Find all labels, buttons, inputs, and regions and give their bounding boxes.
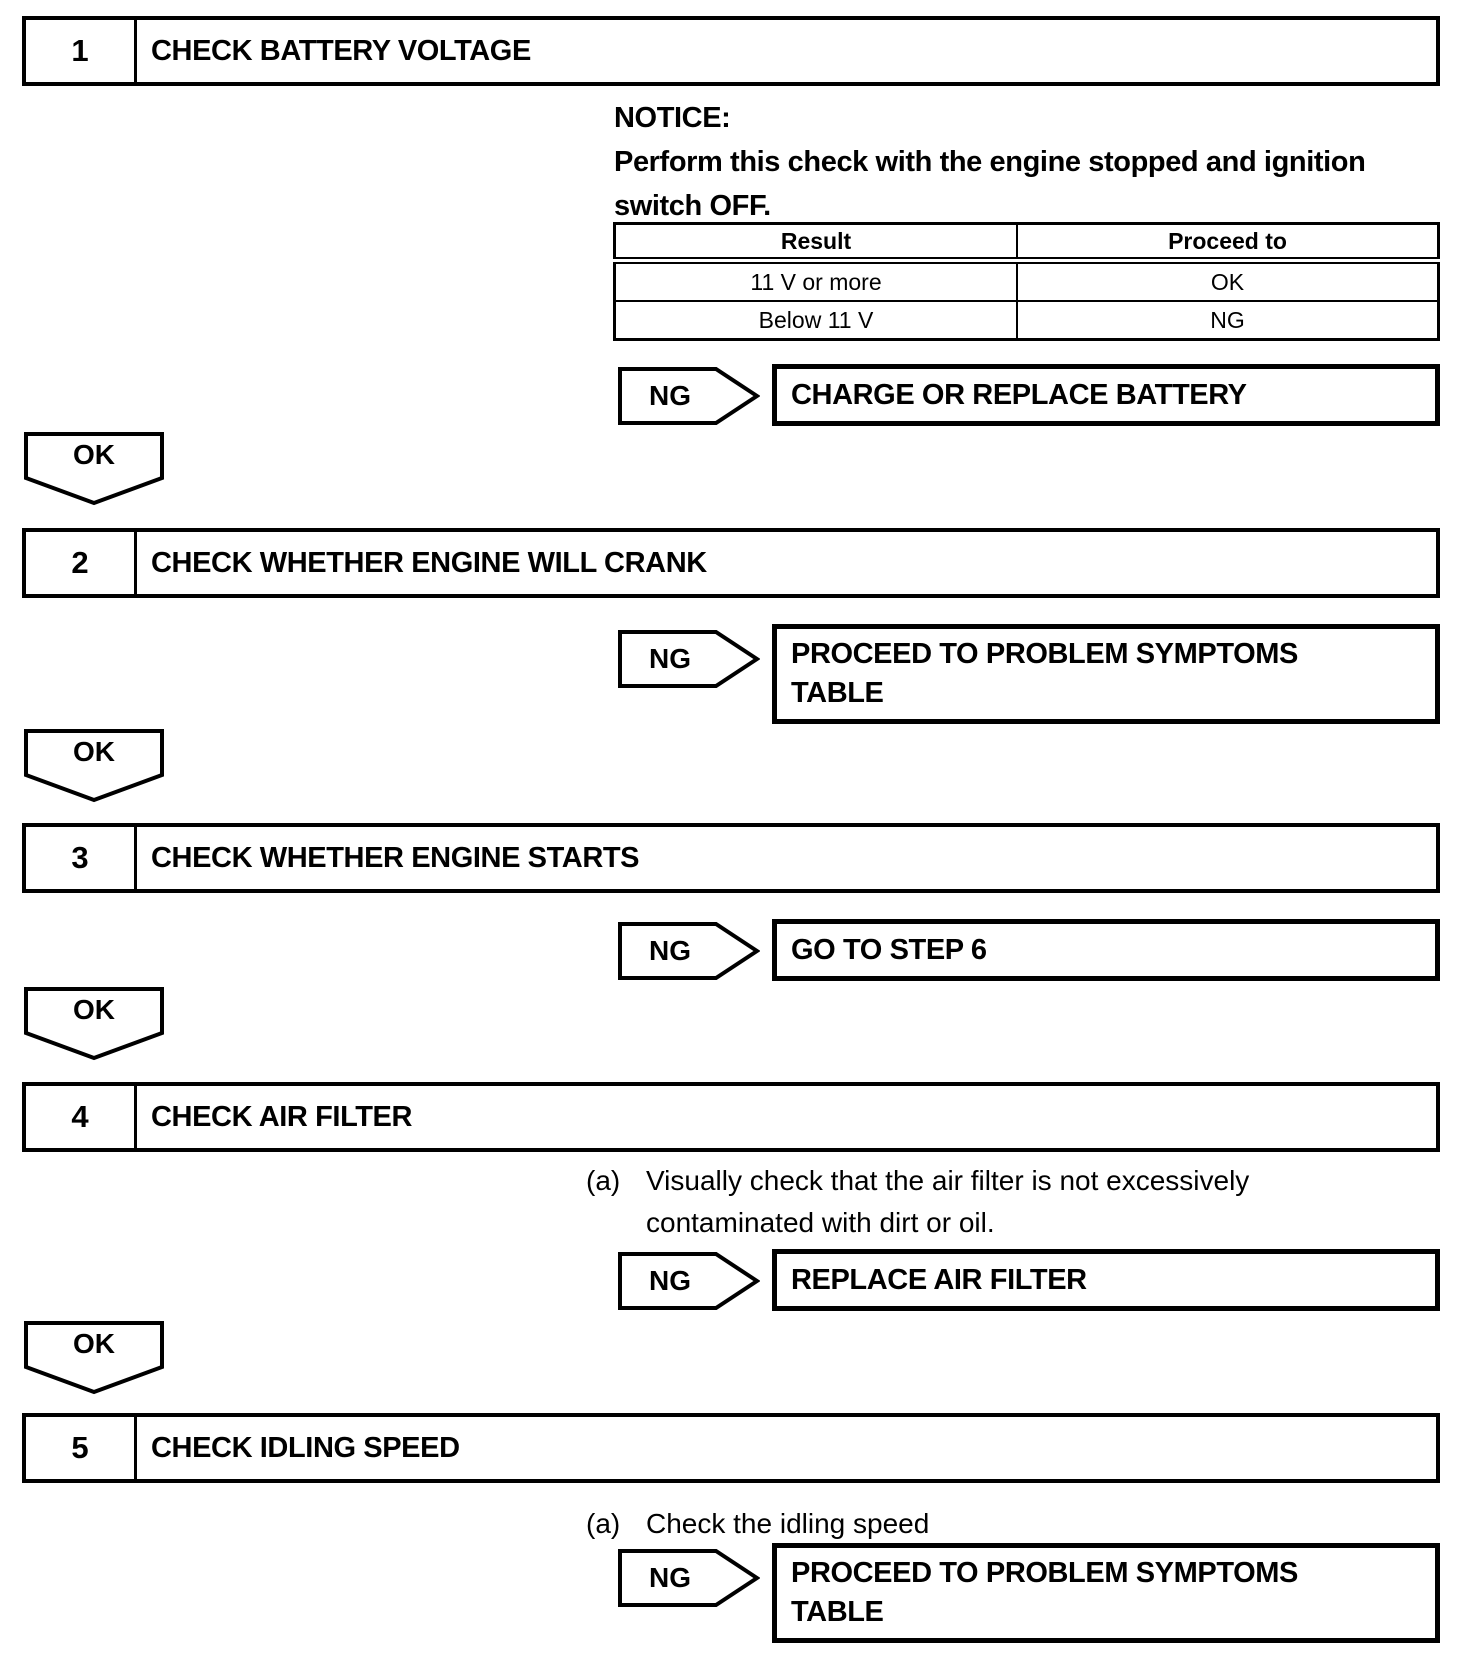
step-4-substep-a: (a) Visually check that the air filter i… [586,1160,1249,1244]
substep-a-line2: contaminated with dirt or oil. [646,1207,995,1238]
ng-pointer-icon [618,1549,760,1607]
ng-flag-label: NG [649,380,691,411]
notice-block: NOTICE: Perform this check with the engi… [614,96,1366,228]
step-3-ng-branch: NG GO TO STEP 6 [618,919,1440,981]
result-cell-1: 11 V or more [614,259,1018,301]
ng-action-step2-line2: TABLE [791,677,884,709]
result-table-row-1: 11 V or more OK [614,259,1439,301]
step-5-number: 5 [26,1417,137,1479]
ng-flag-step3: NG [618,922,760,980]
step-2-header: 2 CHECK WHETHER ENGINE WILL CRANK [22,528,1440,598]
substep-a-label: (a) [586,1508,621,1539]
ok-connector-step4: OK [24,1321,164,1395]
ok-pointer-icon [24,729,164,803]
ng-action-step4-text: REPLACE AIR FILTER [791,1263,1087,1296]
ng-action-step2: PROCEED TO PROBLEM SYMPTOMS TABLE [772,624,1440,724]
ng-action-step3-text: GO TO STEP 6 [791,933,987,966]
ok-connector-step2: OK [24,729,164,803]
result-cell-2: Below 11 V [614,300,1018,340]
ng-action-step5-line2: TABLE [791,1596,884,1628]
step-4-number: 4 [26,1086,137,1148]
ng-pointer-icon [618,630,760,688]
proceed-cell-2: NG [1017,300,1439,340]
ng-flag-step4: NG [618,1252,760,1310]
ng-flag-step5: NG [618,1549,760,1607]
substep-a-text: Visually check that the air filter is no… [646,1160,1249,1244]
step-3-number: 3 [26,827,137,889]
ng-flag-label: NG [649,1562,691,1593]
step-4-title: CHECK AIR FILTER [151,1100,413,1133]
ng-flag-step2: NG [618,630,760,688]
ok-connector-step1: OK [24,432,164,506]
ng-action-step1-text: CHARGE OR REPLACE BATTERY [791,378,1247,411]
ok-flag-label: OK [73,994,115,1025]
ok-connector-step3: OK [24,987,164,1061]
step-1-header: 1 CHECK BATTERY VOLTAGE [22,16,1440,86]
step-1-title: CHECK BATTERY VOLTAGE [151,34,531,67]
result-table: Result Proceed to 11 V or more OK Below … [613,222,1440,341]
ng-action-step5-line1: PROCEED TO PROBLEM SYMPTOMS [791,1557,1298,1589]
ng-flag-label: NG [649,935,691,966]
ok-flag-label: OK [73,439,115,470]
ng-pointer-icon [618,922,760,980]
notice-heading: NOTICE: [614,102,731,134]
substep-a-text: Check the idling speed [646,1503,929,1545]
ng-action-step3: GO TO STEP 6 [772,919,1440,981]
step-1-ng-branch: NG CHARGE OR REPLACE BATTERY [618,364,1440,426]
step-3-header: 3 CHECK WHETHER ENGINE STARTS [22,823,1440,893]
step-1-number: 1 [26,20,137,82]
result-table-header-result: Result [614,223,1018,264]
ng-flag-label: NG [649,643,691,674]
step-5-substep-a: (a) Check the idling speed [586,1503,929,1545]
result-table-row-2: Below 11 V NG [614,300,1439,340]
ng-action-step2-line1: PROCEED TO PROBLEM SYMPTOMS [791,638,1298,670]
substep-a-line1: Visually check that the air filter is no… [646,1165,1250,1196]
ng-pointer-icon [618,1252,760,1310]
ng-pointer-icon [618,367,760,425]
ng-action-step4: REPLACE AIR FILTER [772,1249,1440,1311]
step-5-header: 5 CHECK IDLING SPEED [22,1413,1440,1483]
notice-line-2: switch OFF. [614,190,771,222]
proceed-cell-1: OK [1017,259,1439,301]
step-2-title: CHECK WHETHER ENGINE WILL CRANK [151,546,707,579]
step-4-ng-branch: NG REPLACE AIR FILTER [618,1249,1440,1311]
step-2-ng-branch: NG PROCEED TO PROBLEM SYMPTOMS TABLE [618,624,1440,724]
result-table-header-row: Result Proceed to [614,223,1439,264]
ok-flag-label: OK [73,1328,115,1359]
notice-line-1: Perform this check with the engine stopp… [614,146,1366,178]
ok-pointer-icon [24,987,164,1061]
step-3-title: CHECK WHETHER ENGINE STARTS [151,841,640,874]
result-table-header-proceed: Proceed to [1017,223,1439,264]
ng-flag-step1: NG [618,367,760,425]
ng-action-step5: PROCEED TO PROBLEM SYMPTOMS TABLE [772,1543,1440,1643]
ng-action-step1: CHARGE OR REPLACE BATTERY [772,364,1440,426]
step-4-header: 4 CHECK AIR FILTER [22,1082,1440,1152]
step-5-ng-branch: NG PROCEED TO PROBLEM SYMPTOMS TABLE [618,1543,1440,1643]
ok-pointer-icon [24,1321,164,1395]
ng-flag-label: NG [649,1265,691,1296]
substep-a-label: (a) [586,1165,621,1196]
ok-pointer-icon [24,432,164,506]
ok-flag-label: OK [73,736,115,767]
substep-a-line1: Check the idling speed [646,1508,930,1539]
step-5-title: CHECK IDLING SPEED [151,1431,460,1464]
step-2-number: 2 [26,532,137,594]
